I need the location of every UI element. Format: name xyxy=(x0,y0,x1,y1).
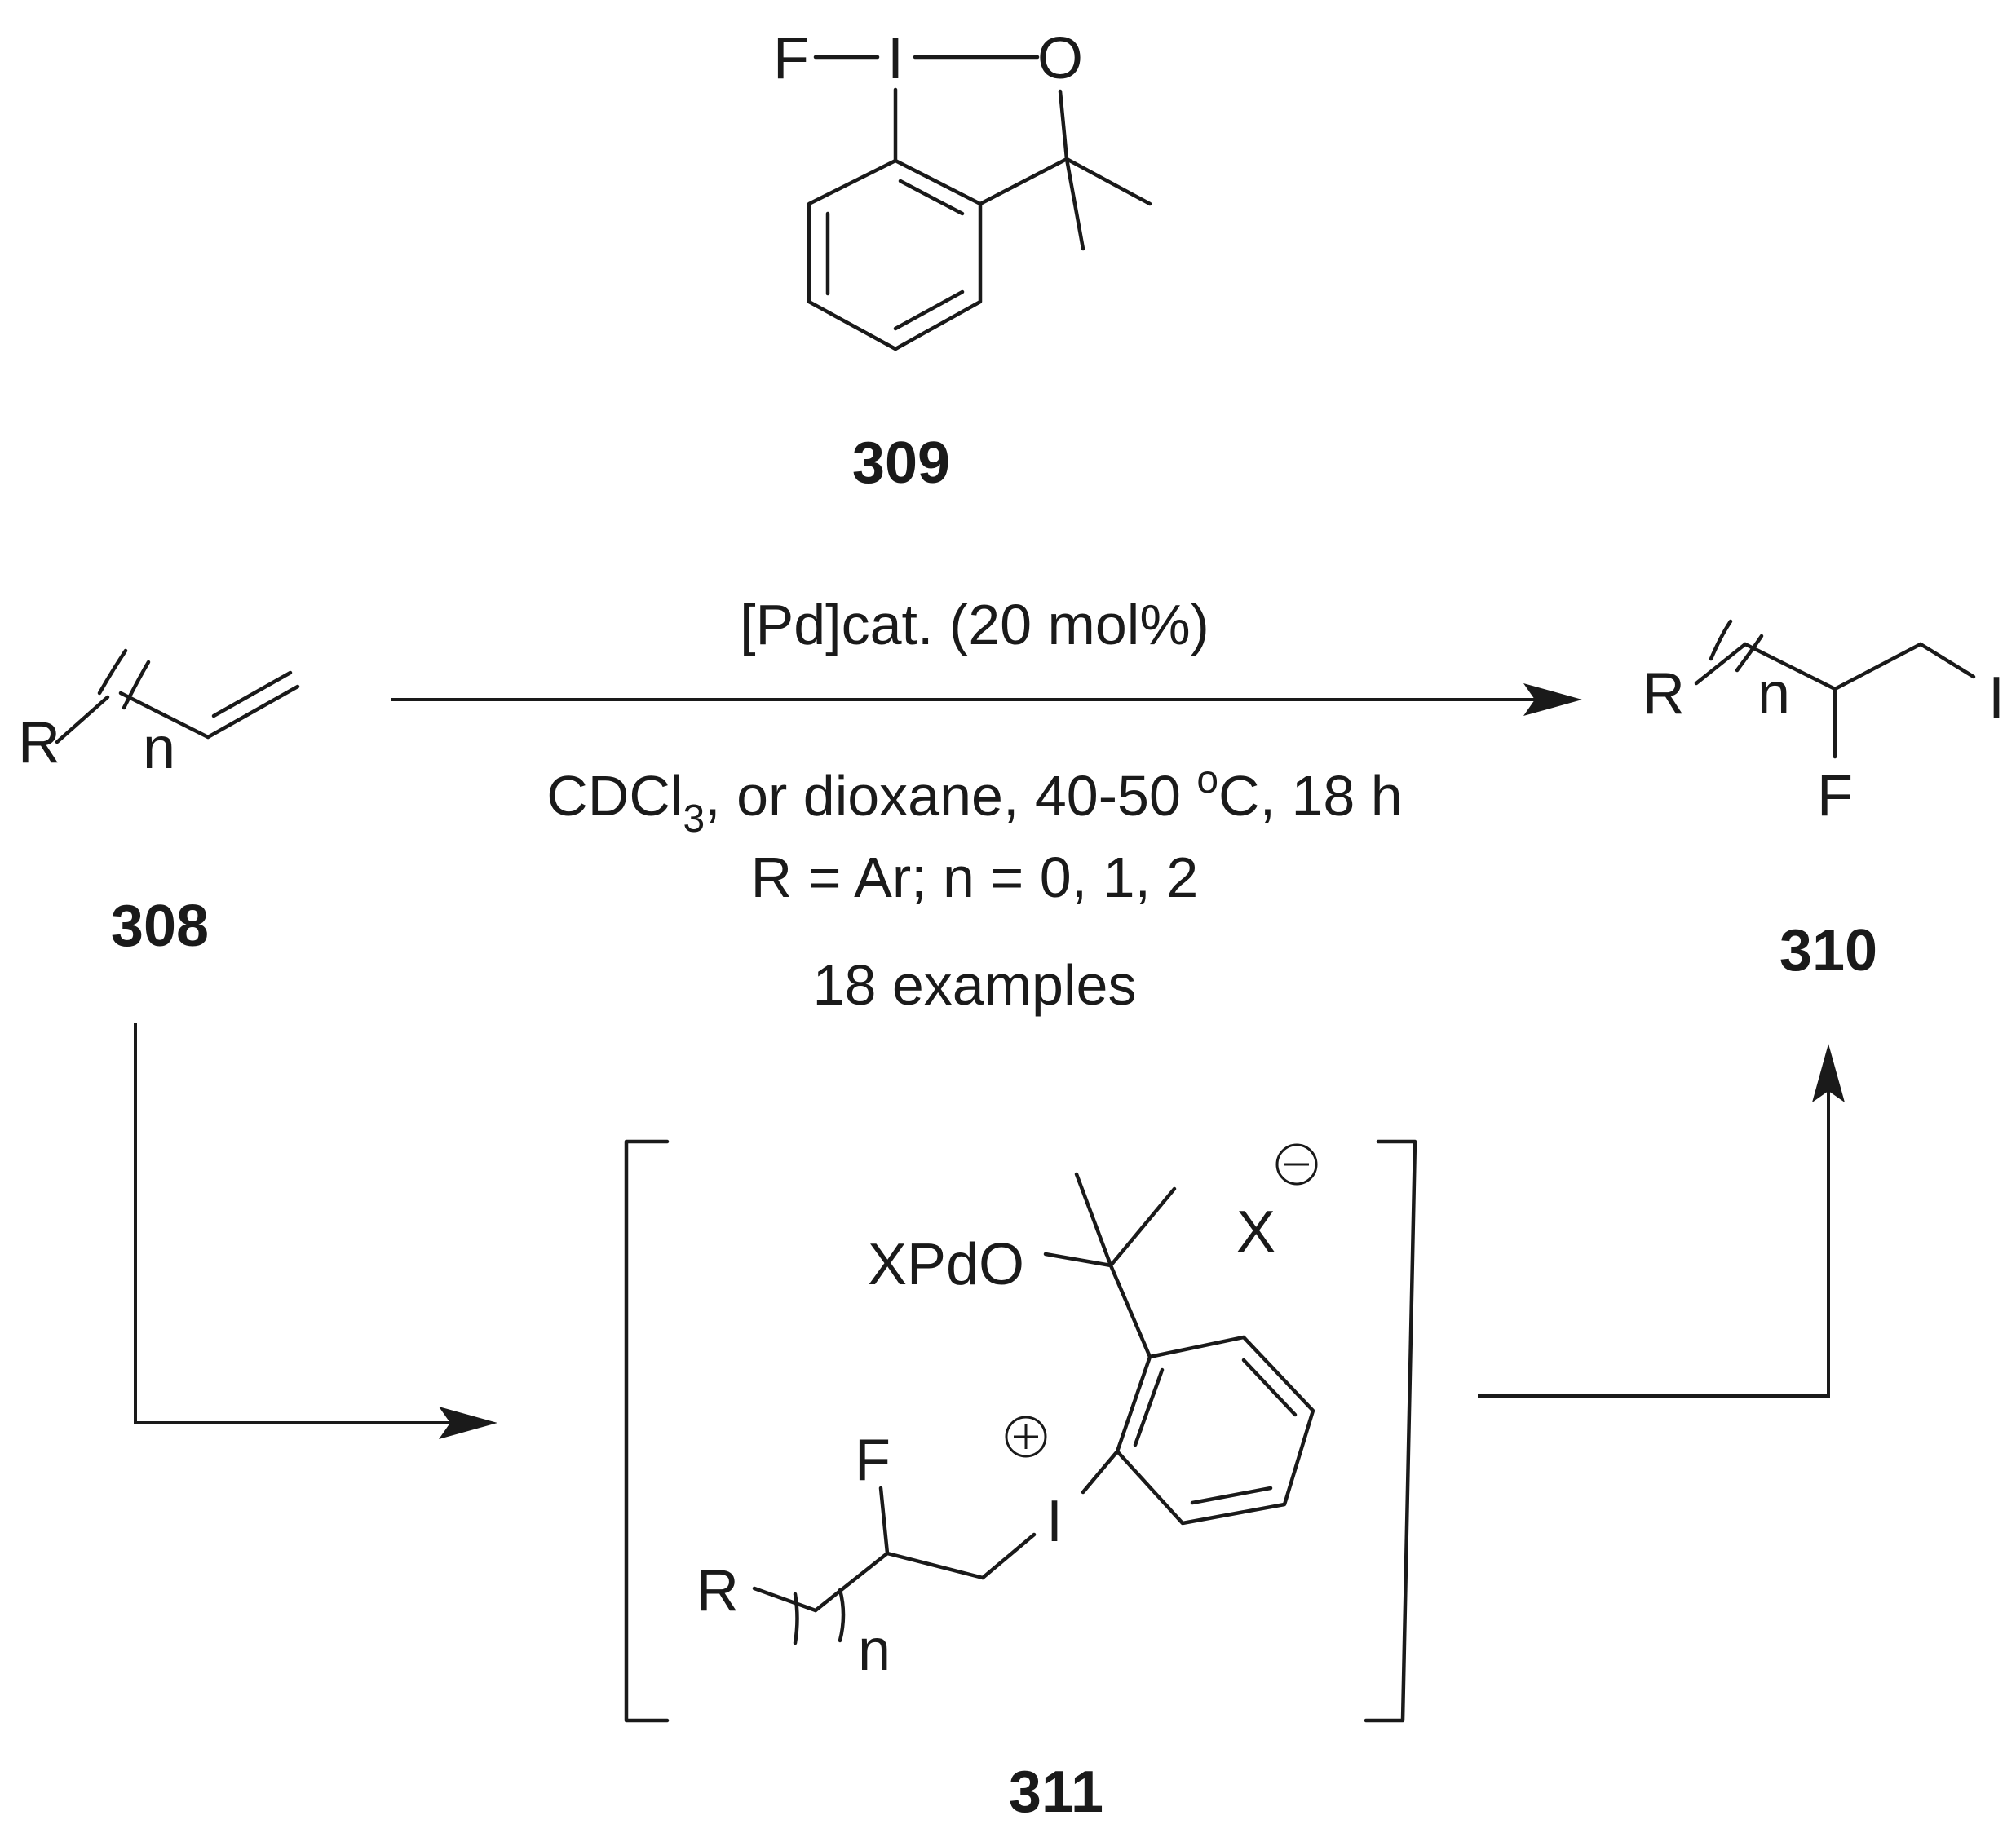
atom-f: F xyxy=(1817,763,1853,828)
anion-charge-icon xyxy=(1275,1143,1318,1186)
compound-number-310: 310 xyxy=(1779,918,1877,983)
subscript-n: n xyxy=(858,1618,891,1683)
atom-o: O xyxy=(1037,26,1083,91)
ring-double-1 xyxy=(898,179,965,216)
degree-superscript: o xyxy=(1196,758,1218,802)
bond-r-ch2 xyxy=(1694,642,1748,686)
bond-chf-ch2 xyxy=(813,1551,890,1613)
intermediate-311-structure: XPdO X I F R n xyxy=(696,1143,1318,1683)
ring-double-2 xyxy=(893,289,965,331)
ring-double-1 xyxy=(1241,1358,1298,1417)
atom-r: R xyxy=(696,1558,739,1623)
subscript-n: n xyxy=(143,716,175,781)
bond-methyl-1 xyxy=(1074,1172,1113,1268)
arrow-311-to-310-head xyxy=(1812,1044,1845,1102)
chain-bracket xyxy=(1709,619,1733,661)
bond-chf-ch2 xyxy=(1833,642,1923,691)
condition-scope: R = Ar; n = 0, 1, 2 xyxy=(751,846,1199,909)
bond-o-c xyxy=(1043,1252,1113,1268)
compound-number-309: 309 xyxy=(852,431,950,496)
bond-c-ring xyxy=(1108,1263,1152,1359)
main-arrow-head xyxy=(1523,683,1582,716)
atom-i: I xyxy=(1988,665,2005,731)
bond-methyl-2 xyxy=(1064,157,1085,251)
ring-double-2 xyxy=(1190,1486,1273,1505)
condition-solvent: CDCl3, or dioxane, 40-50 oC, 18 h xyxy=(546,758,1403,841)
bond-chf-f xyxy=(878,1486,890,1556)
right-bracket xyxy=(1364,1139,1417,1723)
subscript-3: 3 xyxy=(683,797,705,841)
product-310-structure: R n I F xyxy=(1642,619,2005,828)
bond-ch2-ch xyxy=(118,691,210,740)
atom-f: F xyxy=(855,1428,891,1493)
bond-r-ch2 xyxy=(55,695,110,744)
bond-methyl-2 xyxy=(1108,1186,1177,1268)
benzene-ring-309 xyxy=(807,158,983,351)
bond-i-ch2 xyxy=(980,1532,1037,1580)
substrate-308-structure: R n xyxy=(18,648,300,781)
chain-bracket-2 xyxy=(1735,634,1764,673)
bond-ring-i xyxy=(1081,1449,1120,1495)
atom-r: R xyxy=(18,710,60,775)
bond-ch2-chf xyxy=(885,1551,985,1580)
bond-c-ring xyxy=(978,157,1069,206)
condition-catalyst: [Pd]cat. (20 mol%) xyxy=(740,593,1209,656)
benzene-ring-311 xyxy=(1115,1335,1315,1526)
bond-vinyl-double xyxy=(211,670,293,718)
bond-ch2-chf xyxy=(1743,642,1837,691)
bond-vinyl xyxy=(206,684,300,740)
atom-i: I xyxy=(1046,1489,1063,1554)
chain-bracket xyxy=(793,1592,799,1645)
arrow-308-to-311 xyxy=(134,1023,457,1424)
chain-bracket xyxy=(97,648,128,696)
atom-r: R xyxy=(1642,661,1685,727)
bond-ch2-r xyxy=(752,1586,818,1613)
bond-o-c xyxy=(1058,89,1069,161)
chain-bracket-2 xyxy=(122,660,151,710)
arrow-308-to-311-head xyxy=(439,1407,497,1439)
arrow-311-to-310 xyxy=(1478,1084,1830,1398)
cation-charge-icon xyxy=(1005,1416,1047,1458)
subscript-n: n xyxy=(1757,661,1790,727)
bond-ch2-i xyxy=(1918,642,1976,679)
chain-bracket-2 xyxy=(838,1588,846,1643)
intermediate-311-brackets xyxy=(624,1139,1417,1723)
compound-number-311: 311 xyxy=(1009,1760,1103,1825)
ring-double-3 xyxy=(1133,1367,1165,1447)
left-bracket xyxy=(624,1139,670,1723)
atom-f: F xyxy=(773,26,809,91)
condition-examples: 18 examples xyxy=(813,953,1137,1017)
bond-methyl-1 xyxy=(1064,157,1152,206)
reagent-309-structure: F I O xyxy=(773,26,1152,351)
atom-x: X xyxy=(1236,1199,1275,1265)
atom-xpdo: XPdO xyxy=(868,1232,1024,1297)
compound-number-308: 308 xyxy=(111,894,209,959)
atom-i: I xyxy=(887,26,904,91)
